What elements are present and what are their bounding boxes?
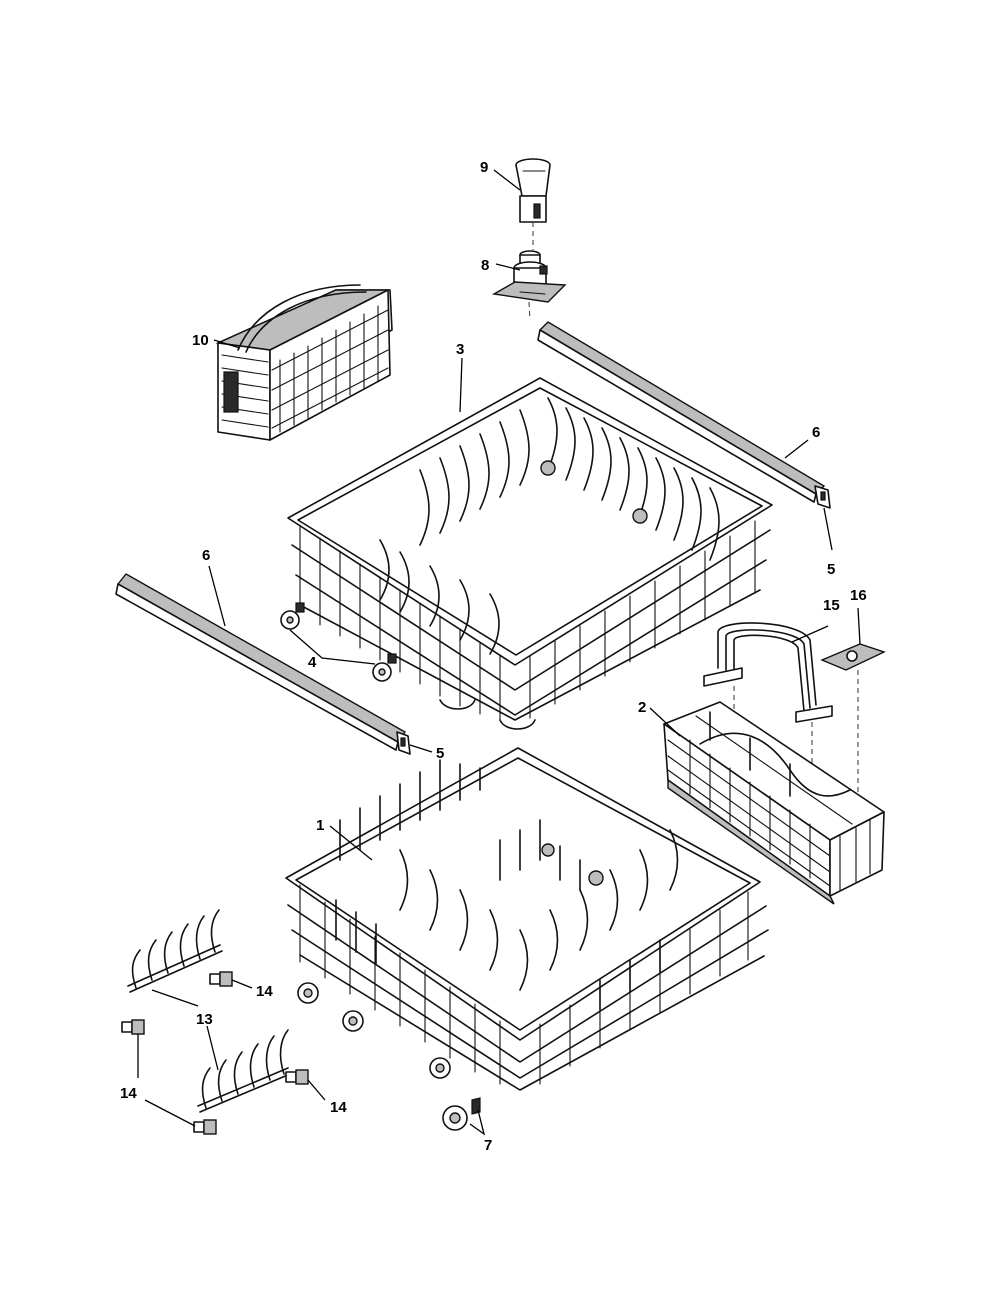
leader-4	[289, 629, 376, 665]
alignment-line-8-rack	[528, 301, 531, 321]
part-10-cutlery-basket	[215, 284, 393, 441]
callout-10: 10	[192, 332, 209, 349]
leader-5-right	[823, 507, 833, 551]
callout-6-left: 6	[202, 547, 210, 564]
leader-9	[493, 169, 521, 191]
callout-2: 2	[638, 699, 646, 716]
part-14-clip-c	[285, 1069, 309, 1085]
leader-3	[459, 357, 463, 413]
part-16-basket-lid	[820, 643, 886, 671]
leader-14-a	[231, 979, 253, 989]
leader-1	[329, 825, 373, 861]
callout-9: 9	[480, 159, 488, 176]
callout-14-b: 14	[120, 1085, 137, 1102]
leader-14-c	[307, 1079, 326, 1101]
leader-15	[791, 625, 829, 643]
part-14-clip-d	[193, 1119, 217, 1135]
callout-3: 3	[456, 341, 464, 358]
part-5-end-cap-left	[396, 731, 411, 755]
callout-14-c: 14	[330, 1099, 347, 1116]
callout-13: 13	[196, 1011, 213, 1028]
part-4-upper-rack-wheels	[280, 602, 397, 682]
leader-16	[857, 607, 861, 645]
leader-14-d	[144, 1099, 196, 1127]
callout-8: 8	[481, 257, 489, 274]
leader-8	[495, 263, 521, 271]
part-6-rack-rail-right	[537, 321, 826, 503]
callout-1: 1	[316, 817, 324, 834]
part-15-basket-handle	[703, 622, 833, 723]
part-14-clip-a	[209, 971, 233, 987]
part-14-clip-b	[121, 1019, 145, 1035]
part-13-tine-row-upper	[127, 909, 223, 993]
part-5-end-cap-right	[814, 485, 831, 509]
leader-2	[649, 707, 681, 737]
part-9-feed-tube	[515, 158, 551, 223]
part-1-lower-rack	[285, 747, 769, 1091]
leader-6-right	[784, 439, 809, 459]
part-8-spray-mount	[491, 250, 567, 303]
part-7-lower-rack-wheels	[297, 982, 481, 1131]
callout-16: 16	[850, 587, 867, 604]
callout-4: 4	[308, 654, 317, 671]
callout-15: 15	[823, 597, 840, 614]
leader-6-left	[208, 565, 226, 627]
leader-13-upper	[151, 989, 199, 1007]
part-13-tine-row-lower	[197, 1029, 291, 1113]
part-3-upper-rack	[287, 377, 773, 730]
part-2-utensil-basket	[663, 701, 885, 905]
leader-13-lower	[206, 1025, 219, 1071]
leader-7	[469, 1109, 486, 1136]
leader-5-left	[409, 744, 433, 753]
callout-5-left: 5	[436, 745, 444, 762]
callout-5-right: 5	[827, 561, 835, 578]
callout-14-a: 14	[256, 983, 273, 1000]
callout-6-right: 6	[812, 424, 820, 441]
callout-7: 7	[484, 1137, 492, 1154]
leader-10	[213, 339, 241, 349]
part-6-rack-rail-left	[115, 573, 407, 751]
